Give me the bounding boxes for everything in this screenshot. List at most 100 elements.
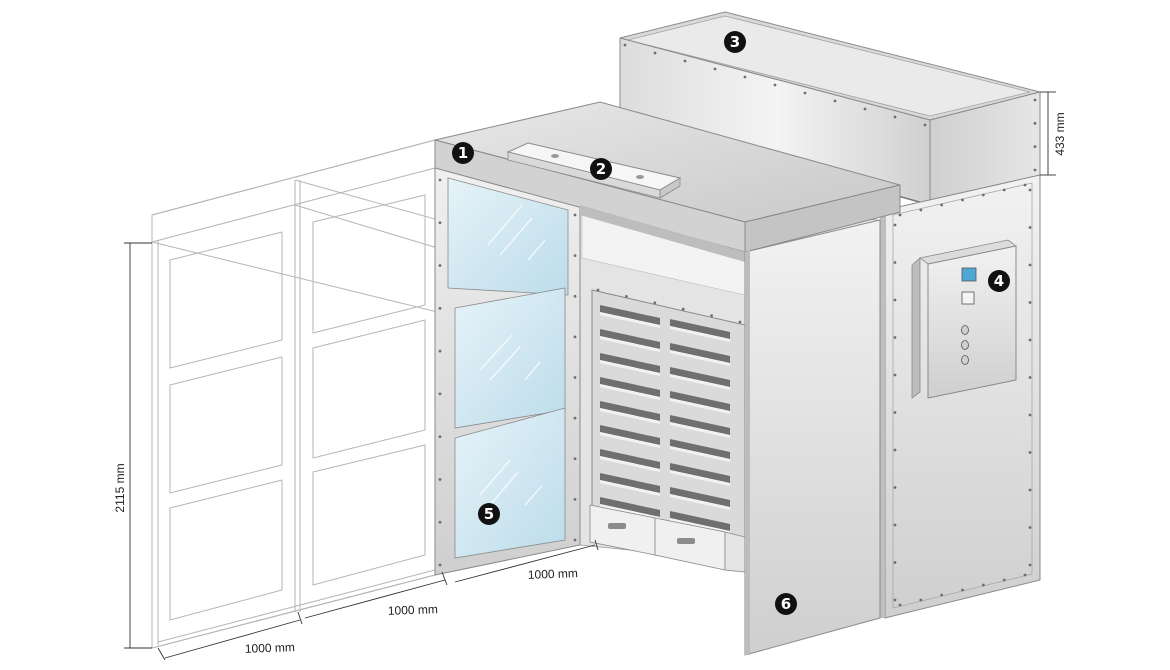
display-screen [961,267,977,282]
callout-3: 3 [724,31,746,53]
callout-4: 4 [988,270,1010,292]
rivet [893,561,897,564]
rivet [1028,263,1032,267]
filter-slat-highlight [670,398,730,414]
svg-text:5: 5 [484,505,494,523]
filter-slat-highlight [670,422,730,438]
rivet [833,99,837,103]
rivet [1028,226,1032,229]
machine-cabinet [880,174,1041,619]
rivet [1023,573,1027,577]
filter-slat [600,305,660,325]
rivet [940,203,944,207]
rivet [1023,183,1027,187]
callout-6: 6 [775,593,797,615]
rivet [438,435,442,439]
rivet [1028,563,1032,567]
exhaust-filter-grid [600,305,730,534]
rivet [623,43,627,47]
rivet [1002,188,1006,192]
rivet [893,523,897,527]
rivet [713,67,717,71]
front-side-panel [744,219,881,656]
rivet [438,349,442,353]
dimension-width-side: 1000 mm [528,566,578,582]
filter-slat-highlight [670,446,730,462]
rivet [1028,451,1032,454]
control-panel [911,239,1017,399]
filter-slat-highlight [670,374,730,390]
rivet [1028,188,1032,192]
rivet [893,411,897,414]
filter-slat [670,487,730,507]
filter-slat [600,377,660,397]
filter-slat-highlight [600,408,660,424]
filter-slat [670,367,730,387]
callout-1: 1 [452,142,474,164]
rivet [1033,98,1037,102]
booth-interior [579,204,881,576]
rivet [738,320,742,324]
rivet [573,376,577,379]
rivet [1028,301,1032,304]
rivet [893,261,897,264]
dimension-width-front: 1000 mm [245,640,295,656]
rivet [961,198,964,202]
filter-slat [600,425,660,445]
rivet [1033,145,1037,149]
glazed-side-wall [434,139,581,576]
filter-slat [670,511,730,531]
filter-slat-highlight [600,336,660,352]
filter-slat [670,319,730,339]
rivet [893,336,897,339]
svg-text:6: 6 [781,595,791,613]
filter-slat-highlight [600,480,660,496]
rivet [893,223,897,227]
dimension-lines [124,91,1056,661]
filter-slat [600,353,660,373]
rivet [573,538,577,542]
rivet [438,478,442,481]
rivet [773,83,777,87]
rivets [438,43,1037,607]
rivet [653,51,657,55]
filter-slat-highlight [600,456,660,472]
rivet [893,298,897,302]
rivet [596,288,600,292]
dimension-width-middle: 1000 mm [388,602,438,618]
rivet [438,563,442,567]
rivet [573,497,577,501]
rivet [940,593,944,597]
filter-slat [600,401,660,421]
rivet [919,598,923,602]
svg-text:1: 1 [458,144,468,162]
rivet [893,448,897,452]
svg-text:2: 2 [596,160,606,178]
filter-slat-highlight [670,326,730,342]
filter-slat [600,449,660,469]
dimension-top-height: 433 mm [1053,112,1067,155]
panel-button-3 [961,355,969,365]
filter-slat-highlight [600,384,660,400]
panel-slot [961,291,975,305]
rivet [573,294,577,298]
rivet [438,306,442,310]
rivet [1028,376,1032,379]
rivet [573,213,577,217]
filter-slat [600,329,660,349]
booth-canopy [434,101,901,262]
rivet [863,107,867,111]
rivet [893,486,897,489]
filter-slat [670,463,730,483]
rivet [1028,526,1032,529]
rivet [1033,168,1037,172]
filter-slat [670,343,730,363]
panel-button-1 [961,325,969,335]
rivet [981,583,985,587]
rivet [710,314,713,317]
rivet [681,307,685,311]
rivet [438,264,442,267]
rivet [573,457,577,461]
filter-slat-highlight [600,360,660,376]
